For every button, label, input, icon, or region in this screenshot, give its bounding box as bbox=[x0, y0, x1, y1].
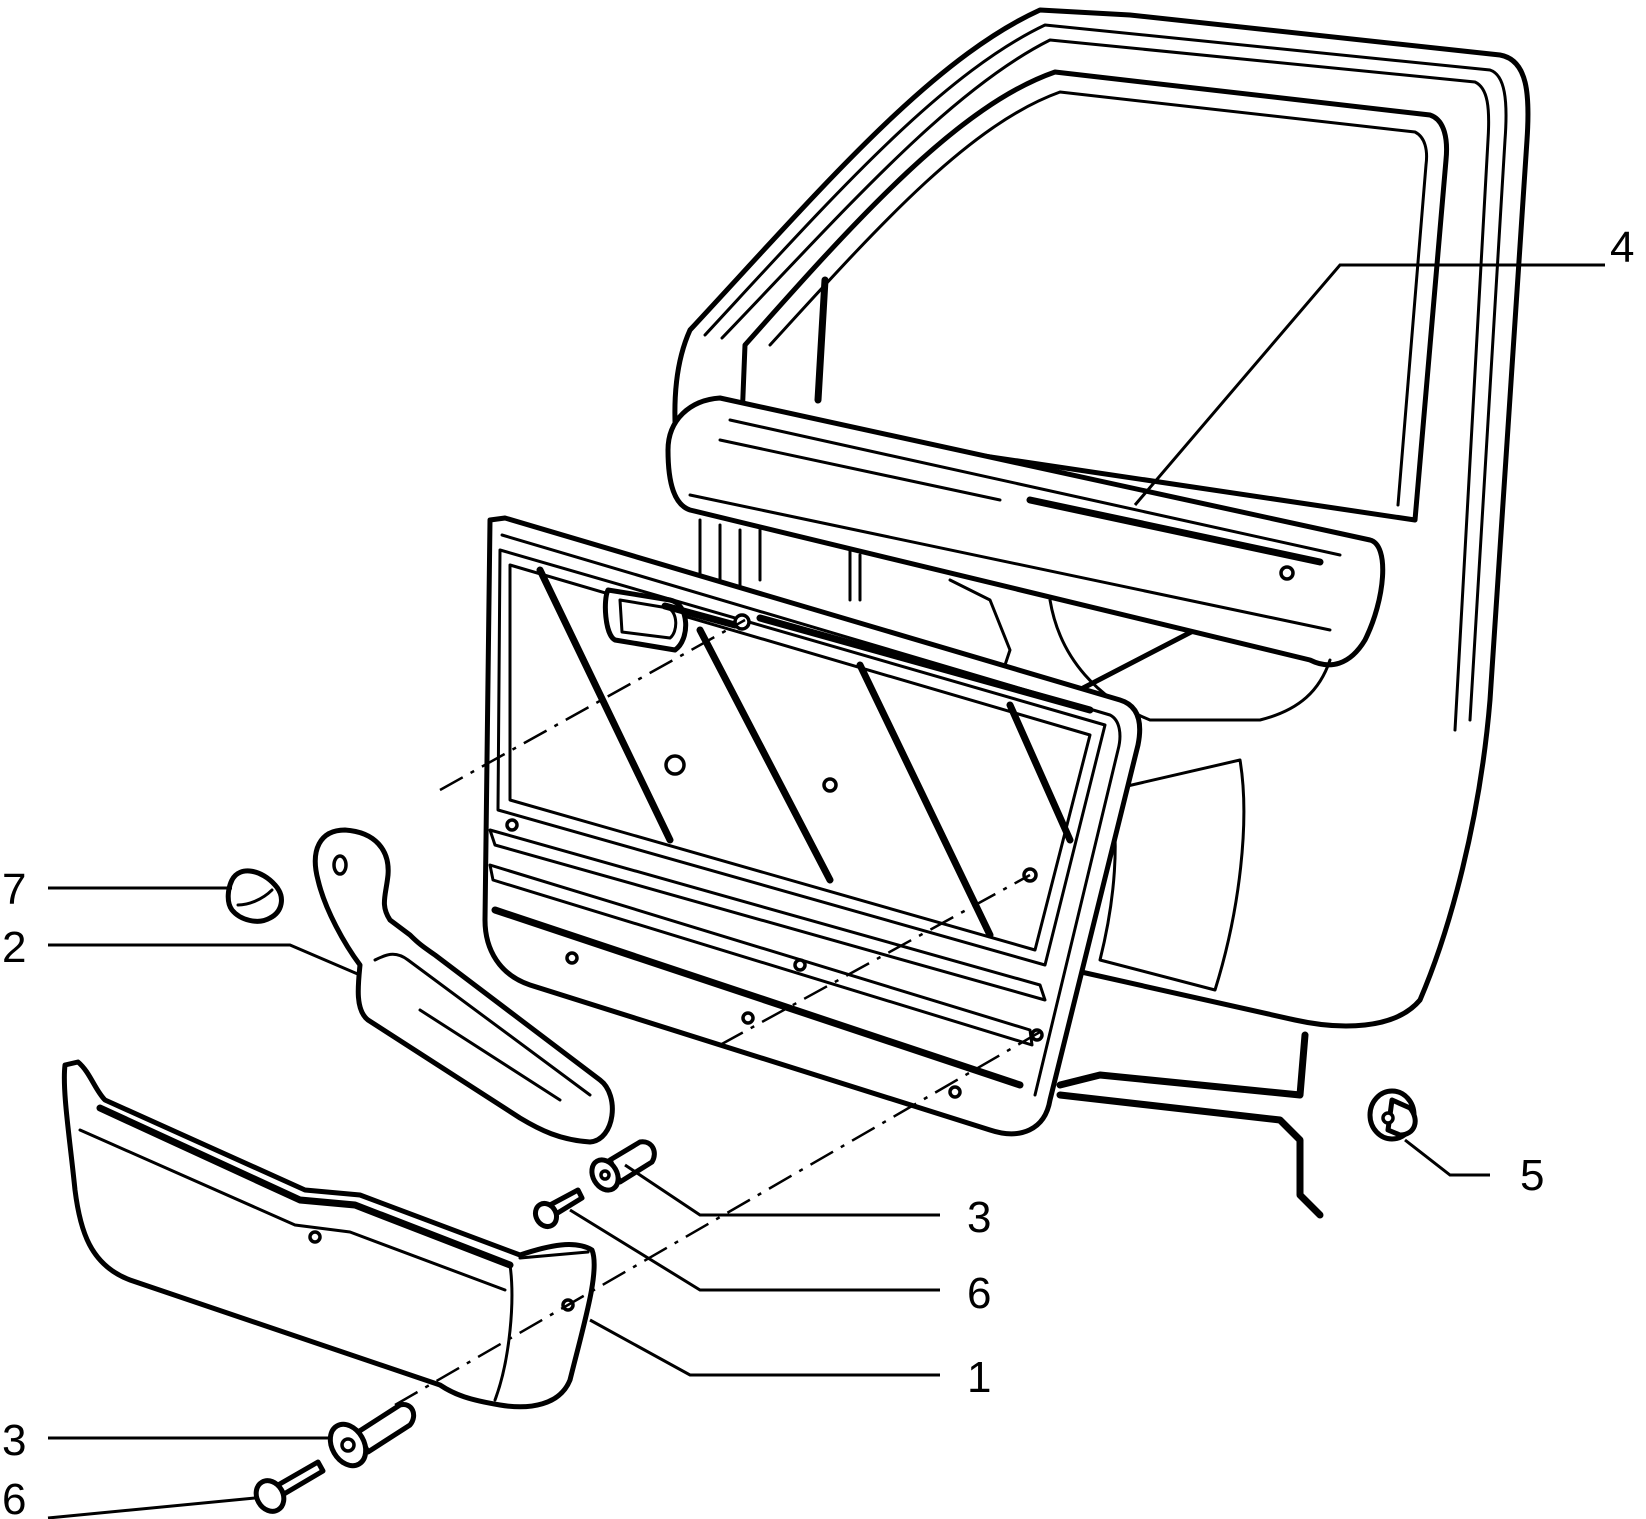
axis-upper bbox=[439, 618, 746, 792]
door-belt-rail bbox=[665, 395, 1386, 668]
armrest-outline bbox=[312, 827, 615, 1145]
trim-rib-4 bbox=[1006, 701, 1074, 844]
callout-1: 1 bbox=[967, 1353, 991, 1402]
callout-4: 4 bbox=[1610, 223, 1634, 272]
trim-upper-recess-inner bbox=[508, 563, 1092, 952]
trim-top-bar-left bbox=[661, 602, 739, 629]
armrest-handle bbox=[312, 827, 615, 1145]
pocket-hole-1 bbox=[308, 1230, 322, 1244]
pocket-outline bbox=[61, 1059, 597, 1410]
trim-hole-lower-2 bbox=[793, 958, 807, 972]
screw-upper-head bbox=[532, 1200, 560, 1230]
axis-lower bbox=[394, 1030, 1041, 1407]
callout-3-lower: 3 bbox=[2, 1416, 26, 1465]
leader-5 bbox=[1404, 1138, 1490, 1177]
screw-lower bbox=[253, 1459, 326, 1514]
window-opening bbox=[739, 69, 1450, 523]
trim-rib-2 bbox=[696, 626, 834, 884]
clip-plug-lower-center bbox=[340, 1437, 356, 1453]
leader-6a bbox=[569, 1208, 940, 1292]
window-divider bbox=[814, 276, 829, 404]
door-frame-ring-2 bbox=[720, 38, 1491, 732]
axis-middle bbox=[719, 873, 1031, 1047]
belt-rail-line-2 bbox=[718, 438, 1002, 502]
trim-strip-3 bbox=[491, 906, 1024, 1089]
pocket-inner-line bbox=[78, 1128, 507, 1292]
clip-plug-upper bbox=[589, 1139, 657, 1193]
cover-cap bbox=[225, 868, 284, 924]
leader-3a bbox=[624, 1163, 940, 1217]
clip-plug-upper-center bbox=[599, 1169, 611, 1181]
screw-lower-head bbox=[253, 1478, 287, 1514]
door-lower-bracket bbox=[1056, 1031, 1324, 1219]
trim-hole-lower-3 bbox=[741, 1011, 755, 1025]
trim-hole-center bbox=[822, 777, 838, 793]
trim-hole-lower-4 bbox=[948, 1085, 962, 1099]
callout-3-upper: 3 bbox=[967, 1193, 991, 1242]
callout-6-lower: 6 bbox=[2, 1475, 26, 1519]
clip-plug-upper-body bbox=[607, 1139, 657, 1185]
trim-strip-1 bbox=[488, 828, 1047, 1002]
screw-upper bbox=[532, 1187, 585, 1230]
belt-rail-hole bbox=[1279, 565, 1295, 581]
belt-rail-line-1 bbox=[728, 418, 1342, 557]
window-inner-edge bbox=[768, 90, 1429, 507]
push-clip bbox=[1367, 1088, 1418, 1142]
trim-rib-1 bbox=[536, 566, 674, 844]
belt-rail-groove bbox=[1026, 496, 1324, 566]
screw-lower-shank bbox=[275, 1459, 326, 1497]
callout-7: 7 bbox=[2, 865, 26, 914]
trim-rib-3 bbox=[856, 661, 994, 939]
trim-hole-lower-1 bbox=[565, 951, 579, 965]
push-clip-center bbox=[1381, 1111, 1395, 1125]
callout-2: 2 bbox=[2, 923, 26, 972]
leader-2 bbox=[48, 943, 361, 977]
clip-plug-lower-body bbox=[355, 1402, 417, 1455]
pocket-top-edge bbox=[96, 1104, 514, 1269]
leader-1 bbox=[589, 1318, 940, 1377]
belt-rail-line-3 bbox=[688, 493, 1332, 632]
door-trim-panel bbox=[482, 515, 1143, 1137]
cover-cap-rim bbox=[236, 888, 274, 907]
door-hinge-vertical-lines bbox=[698, 518, 862, 622]
trim-panel-outline bbox=[482, 515, 1143, 1137]
door-inner-recess bbox=[1048, 598, 1332, 722]
leader-4 bbox=[1133, 263, 1605, 506]
callout-6-upper: 6 bbox=[967, 1269, 991, 1318]
trim-hole-left bbox=[505, 818, 519, 832]
trim-top-bar bbox=[756, 614, 1094, 714]
callout-5: 5 bbox=[1520, 1151, 1544, 1200]
armrest-inner-line bbox=[373, 952, 592, 1097]
trim-panel-inner-outline bbox=[500, 533, 1122, 1097]
push-clip-stem bbox=[1385, 1097, 1418, 1138]
pocket-end-face bbox=[493, 1250, 590, 1402]
trim-hole-handle bbox=[664, 754, 686, 776]
leader-6b bbox=[47, 1496, 256, 1519]
lower-pocket-panel bbox=[61, 1059, 597, 1410]
trim-handle-recess bbox=[602, 587, 689, 653]
cover-cap-shape bbox=[225, 868, 284, 924]
trim-upper-recess bbox=[496, 548, 1107, 967]
door-frame-ring-1 bbox=[703, 23, 1508, 722]
clip-plug-lower bbox=[327, 1402, 417, 1469]
armrest-groove bbox=[418, 1008, 562, 1102]
armrest-hole bbox=[332, 854, 348, 876]
